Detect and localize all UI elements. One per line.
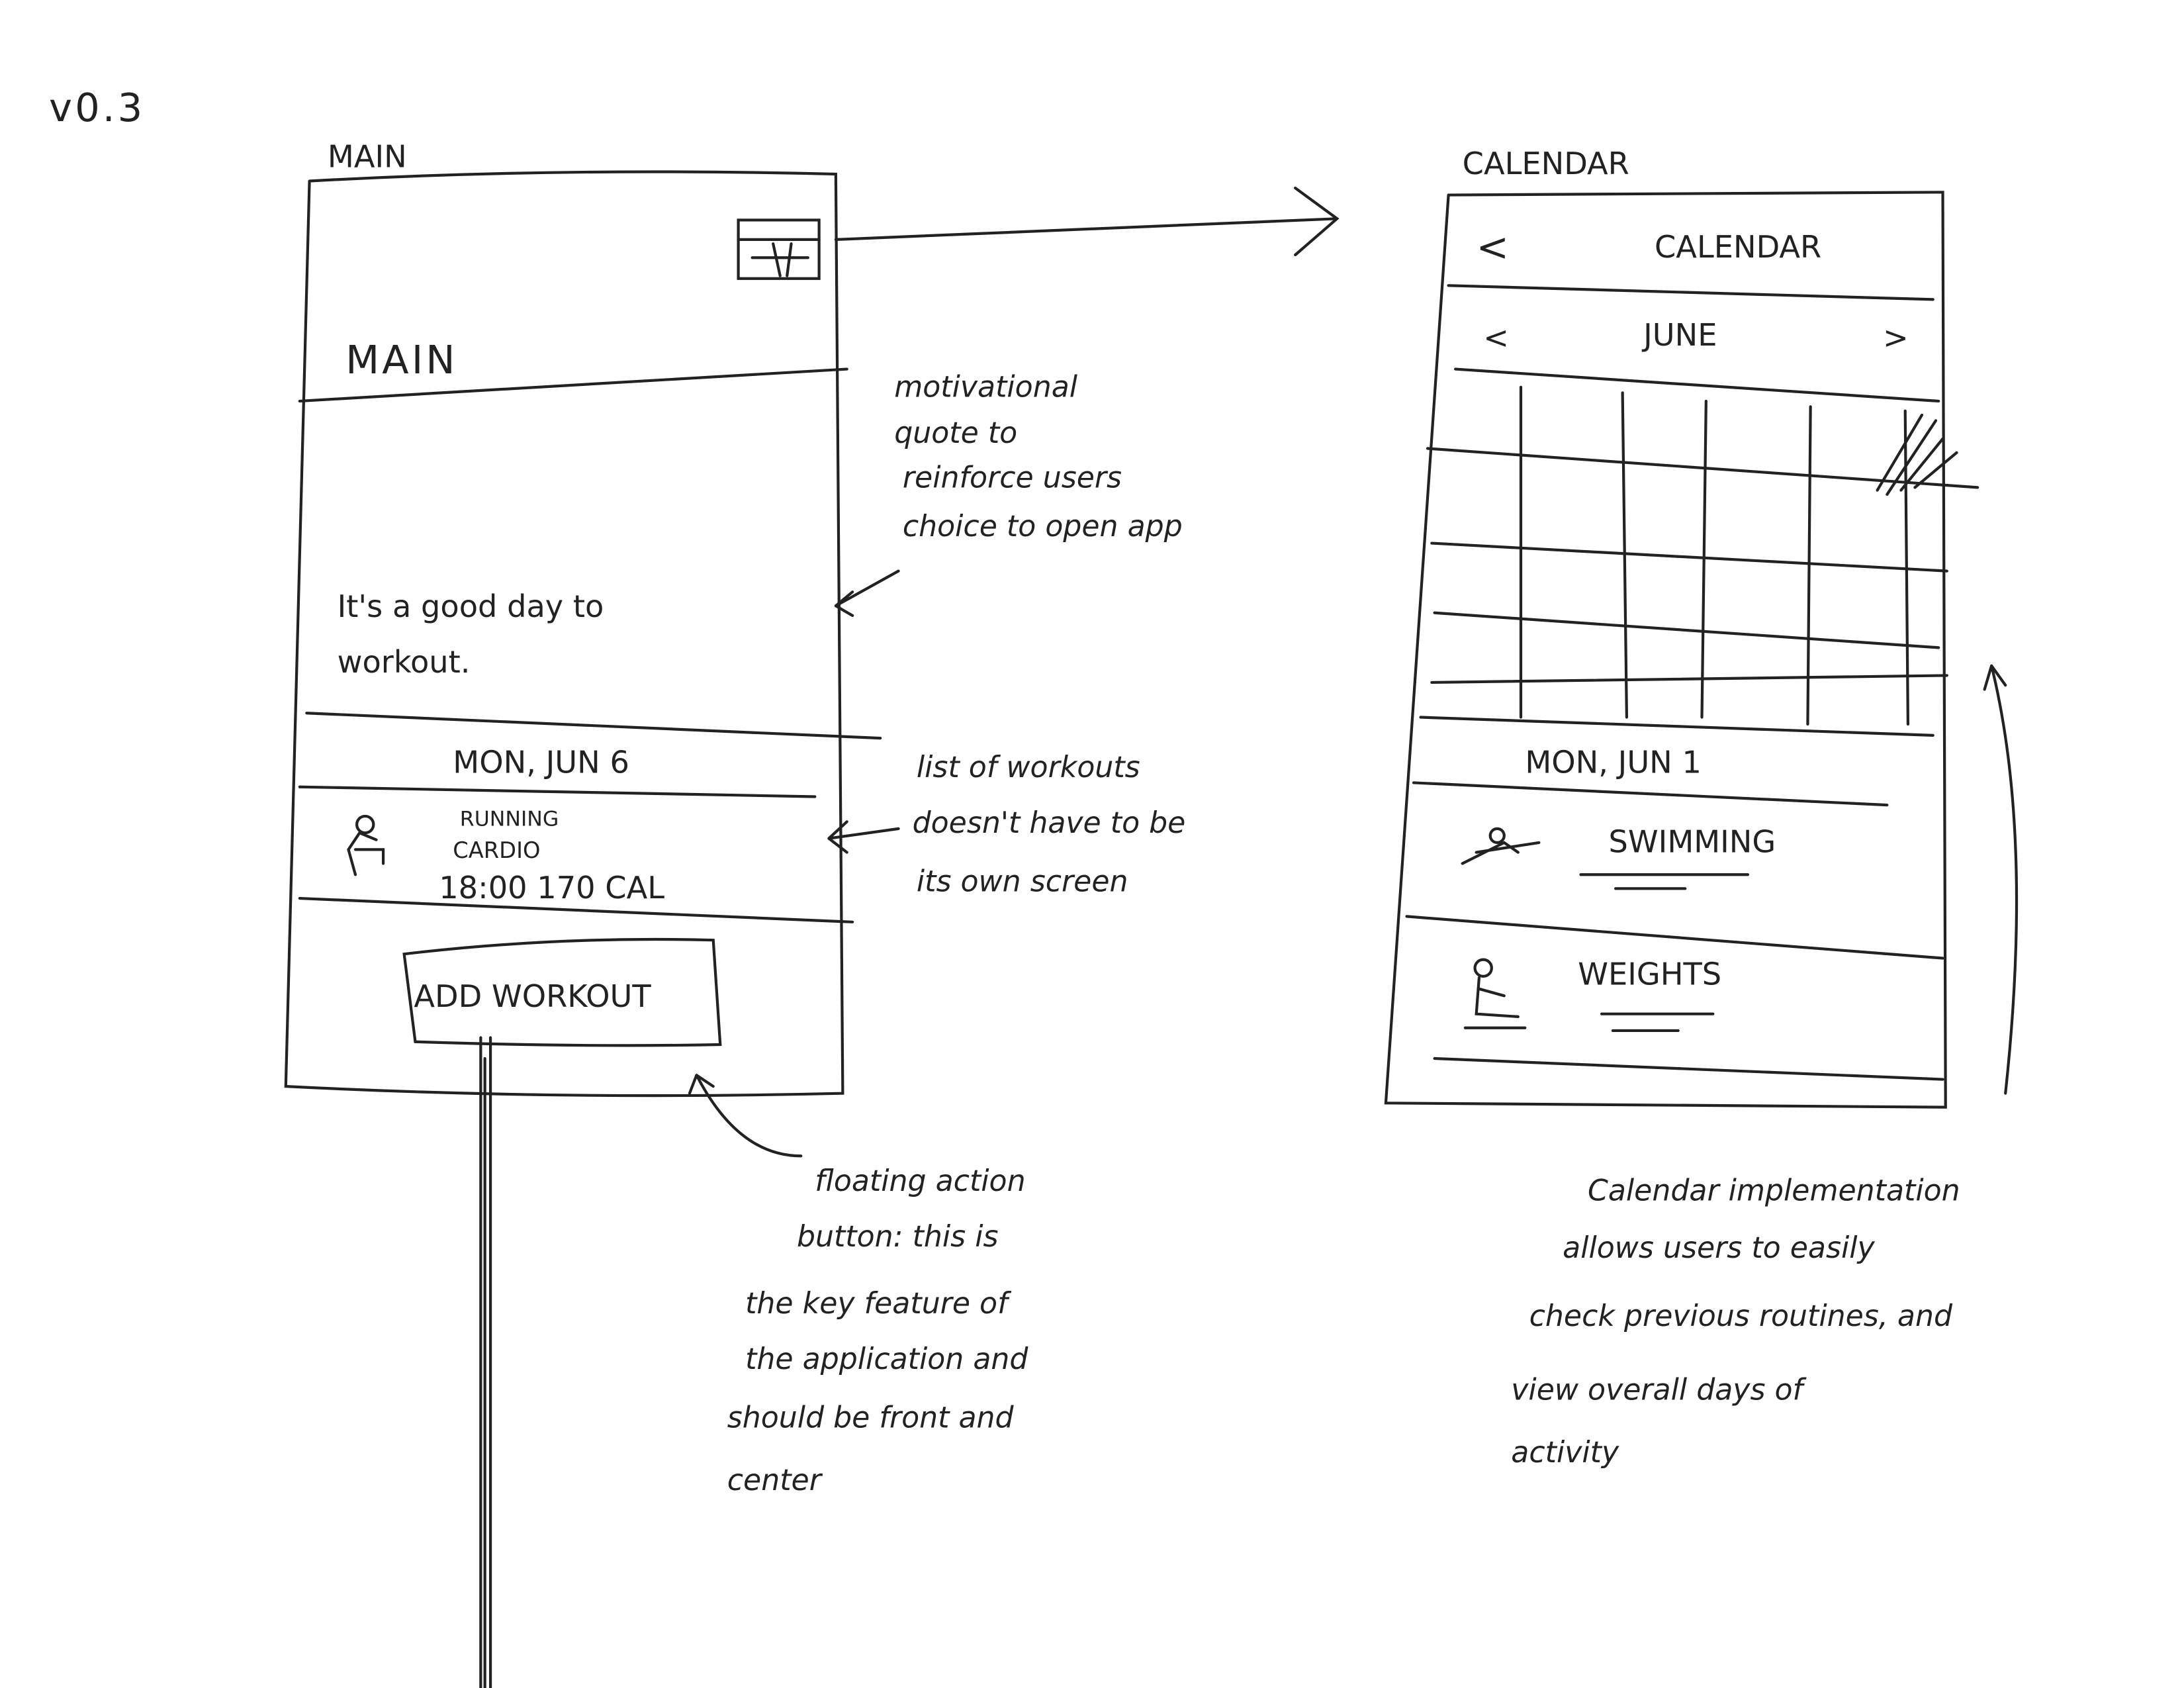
- svg-text:choice to open app: choice to open app: [903, 510, 1183, 543]
- calendar-annotation: Calendar implementation allows users to …: [1511, 664, 2019, 1470]
- svg-text:doesn't have to be: doesn't have to be: [913, 806, 1186, 840]
- calendar-date-header: MON, JUN 1: [1525, 745, 1702, 780]
- calendar-workout-item[interactable]: WEIGHTS: [1578, 957, 1721, 1033]
- calendar-workout-item[interactable]: SWIMMING: [1579, 824, 1776, 890]
- svg-text:the key feature of: the key feature of: [745, 1287, 1012, 1321]
- next-month-button[interactable]: >: [1883, 320, 1909, 355]
- svg-text:button: this is: button: this is: [797, 1220, 999, 1254]
- svg-text:motivational: motivational: [894, 371, 1078, 404]
- svg-text:allows users to easily: allows users to easily: [1563, 1231, 1875, 1265]
- svg-text:its own screen: its own screen: [917, 865, 1128, 899]
- quote-annotation: motivational quote to reinforce users ch…: [834, 371, 1183, 618]
- svg-text:should be front and: should be front and: [727, 1401, 1015, 1435]
- month-label: JUNE: [1641, 317, 1717, 353]
- calendar-grid[interactable]: [1426, 385, 1979, 726]
- svg-text:view overall days of: view overall days of: [1511, 1373, 1807, 1407]
- svg-text:quote to: quote to: [894, 416, 1017, 450]
- svg-text:check previous routines, and: check previous routines, and: [1529, 1299, 1953, 1333]
- workout-list-item[interactable]: RUNNING CARDIO 18:00 170 CAL: [439, 808, 664, 906]
- add-workout-label: ADD WORKOUT: [414, 978, 651, 1014]
- list-annotation: list of workouts doesn't have to be its …: [827, 751, 1186, 899]
- main-title: MAIN: [345, 337, 457, 383]
- navigate-arrow: [834, 186, 1340, 257]
- workout-stats: 18:00 170 CAL: [439, 870, 664, 906]
- swimmer-icon: [1461, 827, 1541, 865]
- svg-text:activity: activity: [1511, 1436, 1619, 1470]
- svg-text:SWIMMING: SWIMMING: [1609, 824, 1776, 860]
- version-label: v0.3: [49, 85, 145, 130]
- main-phone-frame: [284, 170, 882, 1098]
- active-day-hatch: [1876, 413, 1958, 496]
- calendar-screen-label: CALENDAR: [1463, 146, 1629, 181]
- svg-text:center: center: [727, 1464, 823, 1497]
- calendar-icon[interactable]: [737, 218, 821, 280]
- svg-text:WEIGHTS: WEIGHTS: [1578, 957, 1721, 992]
- pen-stroke: [479, 1036, 492, 1688]
- calendar-phone-frame: [1384, 191, 1947, 1109]
- svg-text:Calendar implementation: Calendar implementation: [1588, 1174, 1960, 1208]
- fab-annotation: floating action button: this is the key …: [688, 1074, 1028, 1497]
- runner-icon: [347, 814, 385, 876]
- quote-line-2: workout.: [338, 644, 471, 680]
- prev-month-button[interactable]: <: [1483, 320, 1509, 355]
- add-workout-button[interactable]: ADD WORKOUT: [402, 937, 722, 1047]
- svg-text:reinforce users: reinforce users: [903, 461, 1122, 494]
- quote-line-1: It's a good day to: [338, 588, 604, 624]
- calendar-title: CALENDAR: [1655, 229, 1821, 265]
- svg-text:floating action: floating action: [815, 1164, 1025, 1198]
- workout-name: RUNNING: [460, 808, 559, 831]
- main-screen-label: MAIN: [328, 138, 407, 174]
- back-button[interactable]: <: [1477, 224, 1512, 269]
- svg-text:the application and: the application and: [745, 1342, 1028, 1376]
- weightlifter-icon: [1463, 958, 1527, 1029]
- workout-type: CARDIO: [453, 837, 540, 863]
- svg-text:list of workouts: list of workouts: [917, 751, 1140, 784]
- date-header: MON, JUN 6: [453, 745, 629, 780]
